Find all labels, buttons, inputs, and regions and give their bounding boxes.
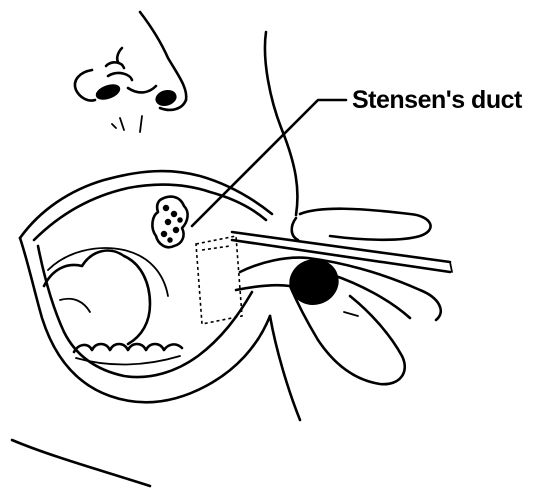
lower-teeth xyxy=(74,344,182,365)
stensens-duct-papilla xyxy=(152,197,187,248)
stensens-duct-label: Stensen's duct xyxy=(352,86,522,115)
label-leader-line xyxy=(192,100,346,226)
hand xyxy=(236,209,441,384)
tongue xyxy=(44,251,150,344)
nose xyxy=(75,12,186,132)
open-mouth xyxy=(20,171,272,402)
cheek-contour xyxy=(265,32,298,215)
gauze-pad xyxy=(196,236,242,324)
